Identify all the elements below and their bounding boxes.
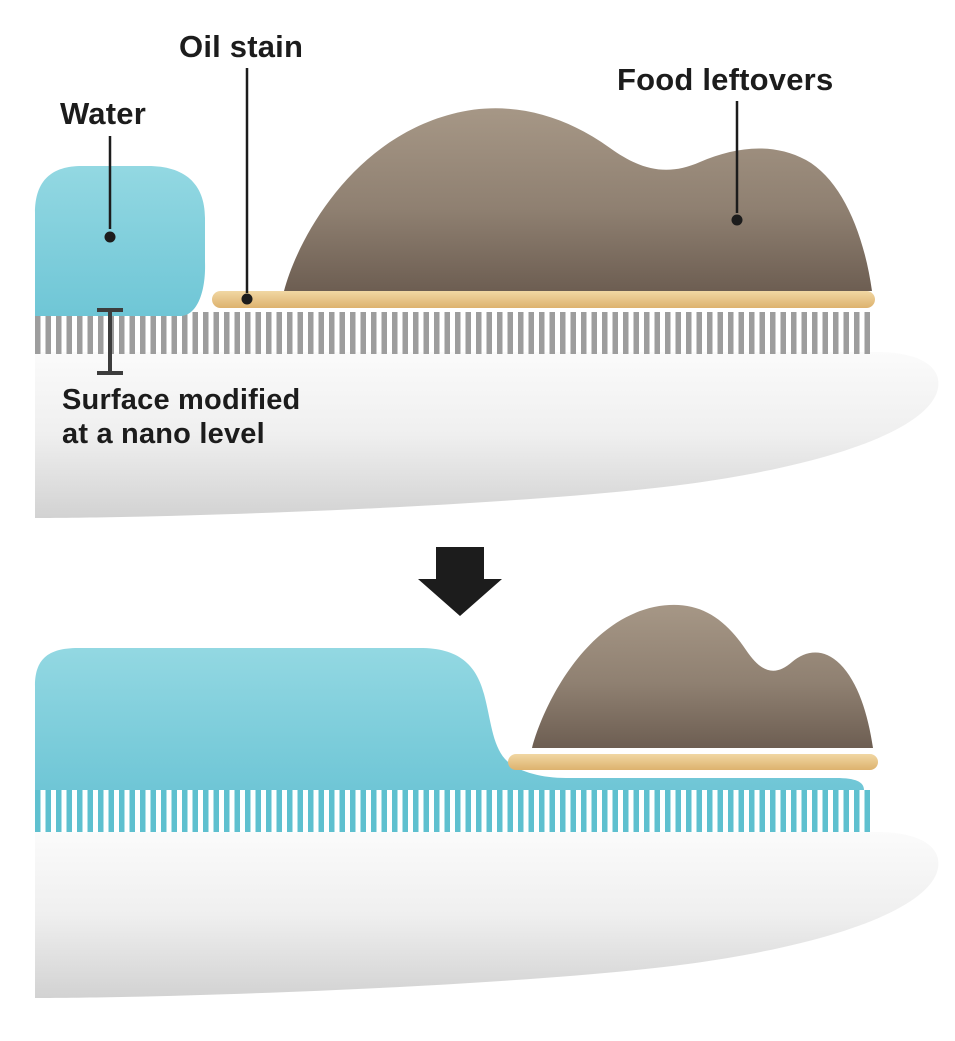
oil-stain-label: Oil stain bbox=[179, 29, 303, 64]
surface-note-line2: at a nano level bbox=[62, 418, 265, 450]
down-arrow-icon bbox=[418, 547, 502, 616]
food-leftovers-shape bbox=[284, 108, 872, 291]
water-droplet-shape bbox=[35, 166, 206, 316]
panel-before: Water Oil stain Food leftovers Surface m… bbox=[35, 29, 939, 518]
food-leftovers-leader-dot bbox=[731, 214, 743, 226]
water-spread-shape bbox=[35, 648, 864, 790]
panel-after bbox=[35, 604, 939, 998]
nano-bristles-wet bbox=[35, 790, 873, 832]
water-label: Water bbox=[60, 96, 146, 131]
oil-stain-leader-dot bbox=[241, 293, 253, 305]
surface-note-line1: Surface modified bbox=[62, 384, 300, 416]
nano-bristles-dry bbox=[35, 312, 873, 354]
oil-stain-layer bbox=[212, 291, 875, 308]
food-leftovers-lifted-shape bbox=[532, 604, 873, 748]
food-leftovers-label: Food leftovers bbox=[617, 62, 833, 97]
transition-arrow-group bbox=[418, 547, 502, 616]
surface-plate-shape-after bbox=[35, 832, 939, 998]
oil-stain-lifted-layer bbox=[508, 754, 878, 770]
water-leader-dot bbox=[104, 231, 116, 243]
surface-plate-shape bbox=[35, 352, 939, 518]
nano-layer-measure-marker bbox=[97, 308, 123, 375]
